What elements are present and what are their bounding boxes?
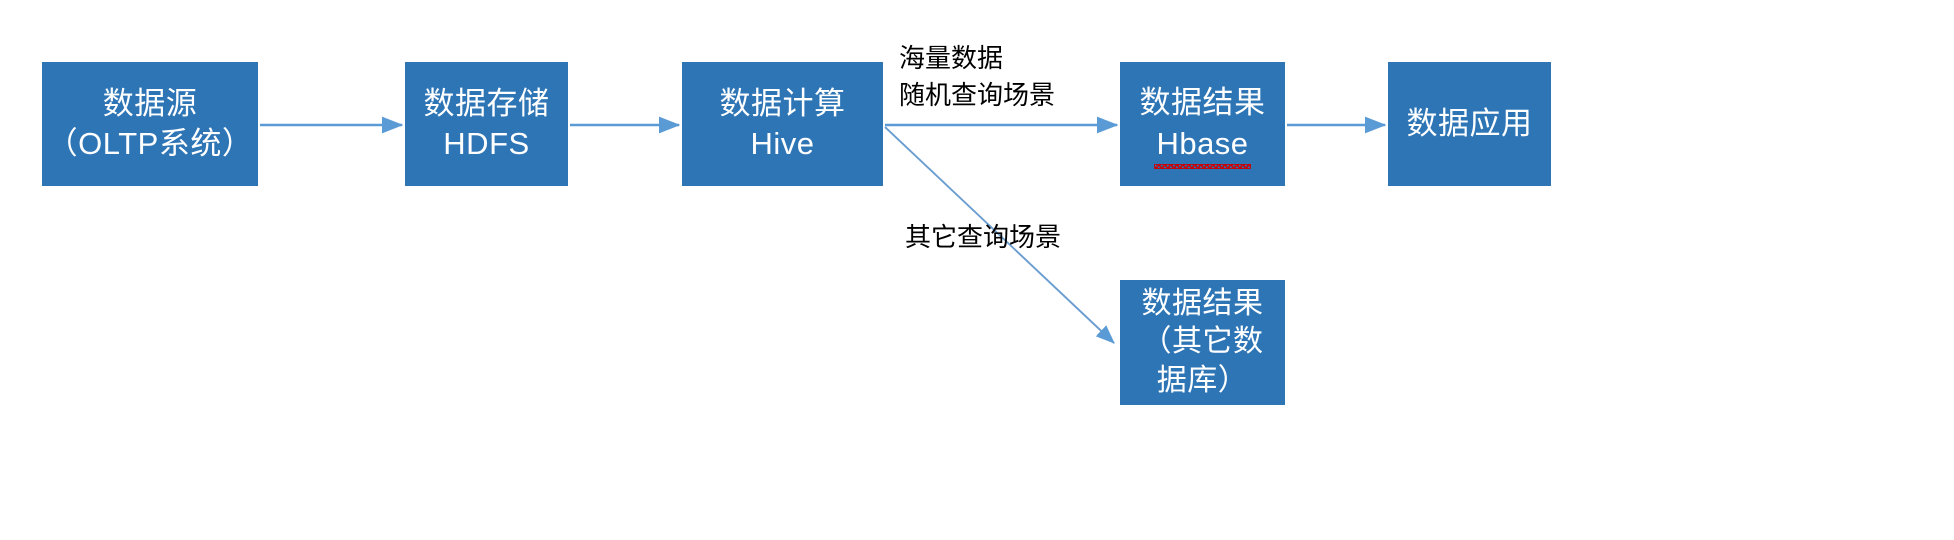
node-data-result-other-db[interactable]: 数据结果 （其它数 据库） bbox=[1120, 280, 1285, 405]
node-data-source-line-0: 数据源 bbox=[102, 85, 198, 121]
node-data-result-hbase-line-1: Hbase bbox=[1154, 124, 1251, 170]
node-data-application-line-0: 数据应用 bbox=[1406, 105, 1533, 141]
node-data-compute-line-1: Hive bbox=[750, 126, 815, 161]
edge-label-massive-data-line-1: 随机查询场景 bbox=[899, 80, 1056, 111]
edge-label-massive-data: 海量数据 随机查询场景 bbox=[899, 41, 1055, 115]
node-data-result-other-db-line-2: 据库） bbox=[1156, 363, 1249, 397]
node-data-source[interactable]: 数据源 （OLTP系统） bbox=[42, 62, 258, 186]
node-data-result-other-db-line-0: 数据结果 bbox=[1141, 286, 1264, 320]
node-data-storage-line-1: HDFS bbox=[443, 126, 530, 161]
node-data-application[interactable]: 数据应用 bbox=[1388, 62, 1551, 186]
node-data-compute-line-0: 数据计算 bbox=[719, 85, 846, 121]
node-data-compute[interactable]: 数据计算 Hive bbox=[682, 62, 883, 186]
node-data-result-hbase-line-0: 数据结果 bbox=[1139, 85, 1266, 121]
edge-label-massive-data-line-0: 海量数据 bbox=[899, 44, 1004, 74]
node-data-result-other-db-line-1: （其它数 bbox=[1141, 325, 1264, 359]
node-data-storage[interactable]: 数据存储 HDFS bbox=[405, 62, 568, 186]
edge-label-other-query-line-0: 其它查询场景 bbox=[905, 223, 1062, 253]
edge-label-other-query: 其它查询场景 bbox=[905, 220, 1061, 257]
node-data-storage-line-0: 数据存储 bbox=[423, 85, 550, 121]
node-data-source-line-1: （OLTP系统） bbox=[46, 126, 254, 161]
spellcheck-underline-hbase: Hbase bbox=[1154, 124, 1251, 170]
node-data-result-hbase[interactable]: 数据结果 Hbase bbox=[1120, 62, 1285, 186]
